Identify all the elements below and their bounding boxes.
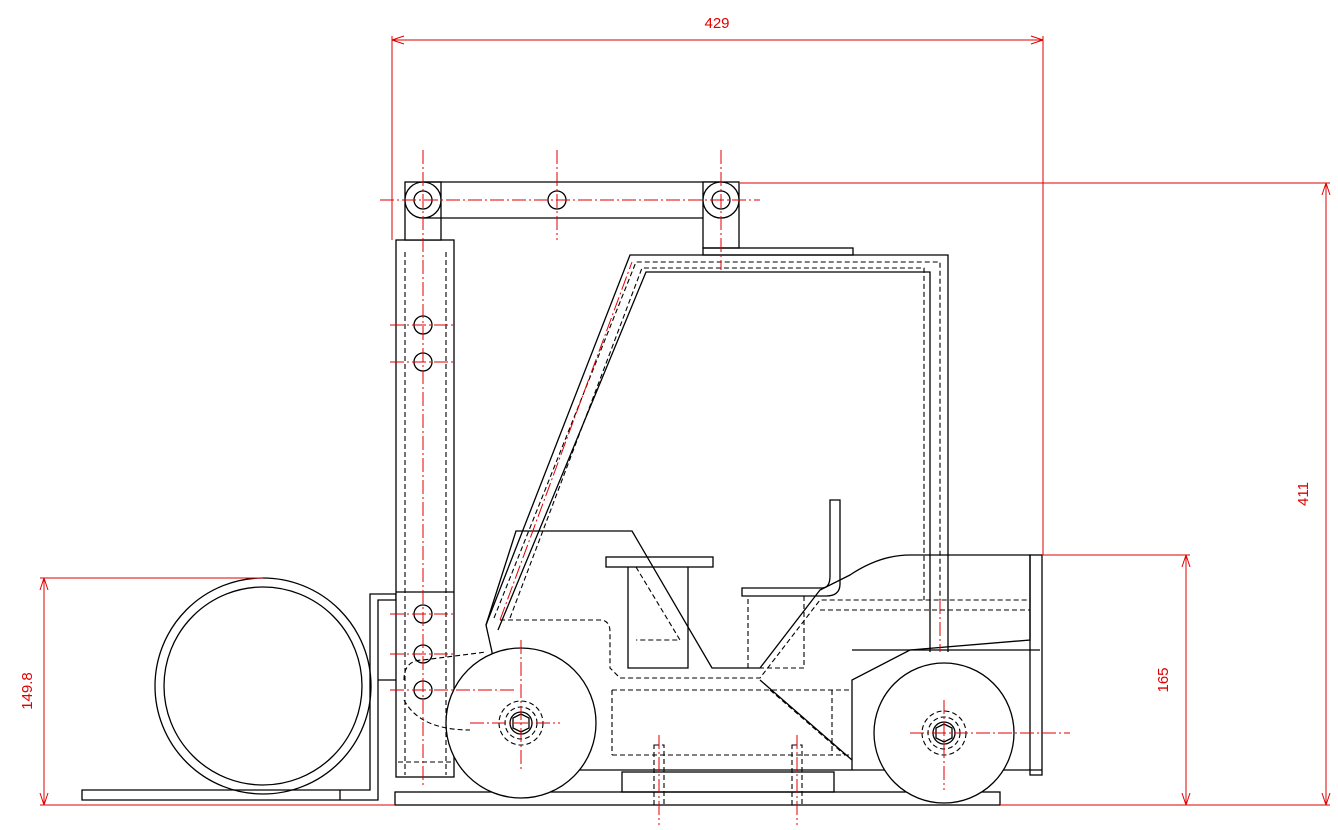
dimension-body-height: 165 xyxy=(1042,554,1191,806)
tilt-link xyxy=(403,651,487,731)
forks xyxy=(81,593,450,801)
dimension-load-label: 149.8 xyxy=(19,672,36,710)
dimension-overall-length: 429 xyxy=(391,15,1044,555)
mast xyxy=(395,181,455,778)
mounting-bolts xyxy=(653,744,803,806)
dimension-body-height-label: 165 xyxy=(1155,667,1172,692)
operator-seat xyxy=(741,499,841,669)
dimension-overall-height: 411 xyxy=(740,182,1331,806)
centerlines xyxy=(380,150,1070,825)
overhead-guard xyxy=(485,247,949,652)
dimension-height-label: 411 xyxy=(1295,482,1312,506)
dimension-load-diameter: 149.8 xyxy=(19,577,395,806)
steering-column xyxy=(605,556,714,669)
top-link-arm xyxy=(423,181,740,249)
load-pipe xyxy=(154,577,372,795)
base-plate xyxy=(394,771,1001,806)
dimension-length-label: 429 xyxy=(704,15,729,32)
